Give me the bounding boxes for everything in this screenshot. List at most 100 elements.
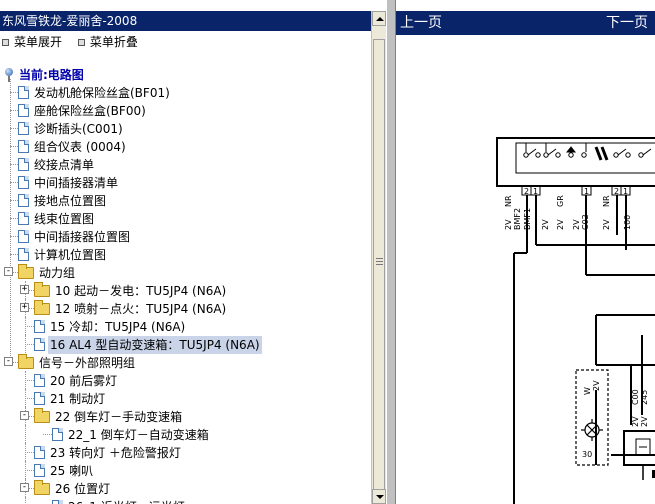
tree-item[interactable]: 22 倒车灯－手动变速箱 <box>34 407 184 425</box>
tree-item[interactable]: 接地点位置图 <box>18 191 108 209</box>
tree-item-label: 26 位置灯 <box>55 481 111 496</box>
tree-item[interactable]: 发动机舱保险丝盒(BF01) <box>18 83 172 101</box>
wire-label: 2V <box>592 380 601 391</box>
tree-item[interactable]: 线束位置图 <box>18 209 96 227</box>
tree-item[interactable]: 计算机位置图 <box>18 245 108 263</box>
tree-connector-line <box>10 200 18 201</box>
tree-item-label: 15 冷却：TU5JP4 (N6A) <box>50 319 186 334</box>
wire-label: 2V <box>640 416 649 427</box>
tree-item-label: 21 制动灯 <box>50 391 106 406</box>
menu-row: 菜单展开 菜单折叠 <box>0 33 148 51</box>
tree-connector-line <box>10 218 18 219</box>
pane-splitter[interactable] <box>386 0 396 504</box>
scroll-down-arrow-icon[interactable] <box>372 489 386 504</box>
doc-icon <box>34 320 45 333</box>
tree-connector-line <box>25 488 34 489</box>
diagram-pane: 上一页 下一页 2 1 1 2 1 2V <box>396 0 655 504</box>
tree-item[interactable]: 23 转向灯 ＋危险警报灯 <box>34 443 183 461</box>
grip-icon <box>376 258 383 265</box>
tree-current-root[interactable]: 当前:电路图 <box>4 65 86 83</box>
collapse-minus-icon[interactable]: - <box>4 356 13 366</box>
doc-icon <box>34 392 45 405</box>
doc-icon <box>18 194 29 207</box>
tree-item[interactable]: 20 前后雾灯 <box>34 371 119 389</box>
pin-number-labels: 2 1 1 2 1 <box>524 187 628 196</box>
menu-expand-button[interactable]: 菜单展开 <box>0 33 62 51</box>
collapse-minus-icon[interactable]: - <box>20 410 29 420</box>
folder-icon <box>34 479 50 495</box>
collapse-minus-icon[interactable]: - <box>4 266 13 276</box>
tree-item-label: 22 倒车灯－手动变速箱 <box>55 409 183 424</box>
tree-connector-line <box>25 344 34 345</box>
square-bullet-icon <box>2 38 9 46</box>
tree-item[interactable]: 22_1 倒车灯－自动变速箱 <box>52 425 211 443</box>
doc-icon <box>18 248 29 261</box>
folder-icon <box>34 281 50 297</box>
expand-plus-icon[interactable]: + <box>20 302 29 312</box>
tree-item-label: 线束位置图 <box>34 211 95 226</box>
tree-connector-line <box>10 236 18 237</box>
tree-item[interactable]: 绞接点清单 <box>18 155 96 173</box>
doc-icon <box>52 428 63 441</box>
window-title: 东风雪铁龙-爱丽舍-2008 <box>0 11 371 31</box>
pin-icon <box>4 67 14 82</box>
tree-item[interactable]: 26 位置灯 <box>34 479 112 497</box>
folder-icon <box>34 299 50 315</box>
tree-item[interactable]: 中间插接器清单 <box>18 173 120 191</box>
tree-item-label: 组合仪表 (0004) <box>34 139 126 154</box>
wiring-diagram[interactable]: 2 1 1 2 1 2V NR BMF2 2V BMF1 2V GR 2V C0… <box>396 35 655 504</box>
doc-icon <box>18 176 29 189</box>
menu-collapse-button[interactable]: 菜单折叠 <box>76 33 138 51</box>
collapse-minus-icon[interactable]: - <box>20 482 29 492</box>
wire-label: 2V <box>631 416 640 427</box>
wire-label: BMF2 <box>513 208 522 230</box>
tree-connector-line <box>43 434 52 435</box>
tree-connector-line <box>25 470 34 471</box>
tree-item-label: 20 前后雾灯 <box>50 373 118 388</box>
tree-item-label: 10 起动－发电：TU5JP4 (N6A) <box>55 283 227 298</box>
menu-collapse-label: 菜单折叠 <box>89 35 138 49</box>
tree-connector-line <box>25 497 26 504</box>
tree-item[interactable]: 座舱保险丝盒(BF00) <box>18 101 148 119</box>
doc-icon <box>18 122 29 135</box>
scroll-thumb[interactable] <box>373 39 385 499</box>
tree-item-label: 22_1 倒车灯－自动变速箱 <box>68 427 209 442</box>
tree-connector-line <box>10 164 18 165</box>
dashed-relay-box <box>575 369 609 466</box>
tree-item[interactable]: 26_1 近光灯－远光灯 <box>52 497 187 504</box>
tree-item[interactable]: 中间插接器位置图 <box>18 227 132 245</box>
tree-item-label: 中间插接器位置图 <box>34 229 131 244</box>
prev-page-button[interactable]: 上一页 <box>400 15 442 31</box>
doc-icon <box>34 374 45 387</box>
wire-label: NR <box>504 195 513 207</box>
tree-connector-line <box>25 398 34 399</box>
tree-connector-line <box>25 326 34 327</box>
pin-number: 2 <box>614 187 619 196</box>
tree-item[interactable]: 16 AL4 型自动变速箱：TU5JP4 (N6A) <box>34 335 262 354</box>
tree-item[interactable]: 诊断插头(C001) <box>18 119 125 137</box>
wire-label: 2V <box>572 219 581 230</box>
doc-icon <box>18 212 29 225</box>
tree-scrollbar[interactable] <box>371 11 386 504</box>
wire-label: 245 <box>640 390 649 405</box>
doc-icon <box>34 446 45 459</box>
tree-folder-lighting[interactable]: 信号－外部照明组 <box>18 353 137 371</box>
pin-number: 1 <box>533 187 538 196</box>
expand-plus-icon[interactable]: + <box>20 284 29 294</box>
wire-label: NR <box>602 195 611 207</box>
tree-folder-powertrain[interactable]: 动力组 <box>18 263 77 281</box>
folder-icon <box>34 407 50 423</box>
tree-item[interactable]: 12 喷射－点火：TU5JP4 (N6A) <box>34 299 228 317</box>
tree-item[interactable]: 10 起动－发电：TU5JP4 (N6A) <box>34 281 228 299</box>
tree-item[interactable]: 组合仪表 (0004) <box>18 137 128 155</box>
tree-item[interactable]: 15 冷却：TU5JP4 (N6A) <box>34 317 187 335</box>
next-page-button[interactable]: 下一页 <box>606 15 648 31</box>
scroll-up-arrow-icon[interactable] <box>372 11 386 26</box>
tree-item[interactable]: 21 制动灯 <box>34 389 107 407</box>
tree-connector-line <box>25 380 34 381</box>
doc-icon <box>34 338 45 351</box>
tree-item[interactable]: 25 喇叭 <box>34 461 95 479</box>
doc-icon <box>18 230 29 243</box>
pin-number: 2 <box>524 187 529 196</box>
wires <box>513 195 655 504</box>
